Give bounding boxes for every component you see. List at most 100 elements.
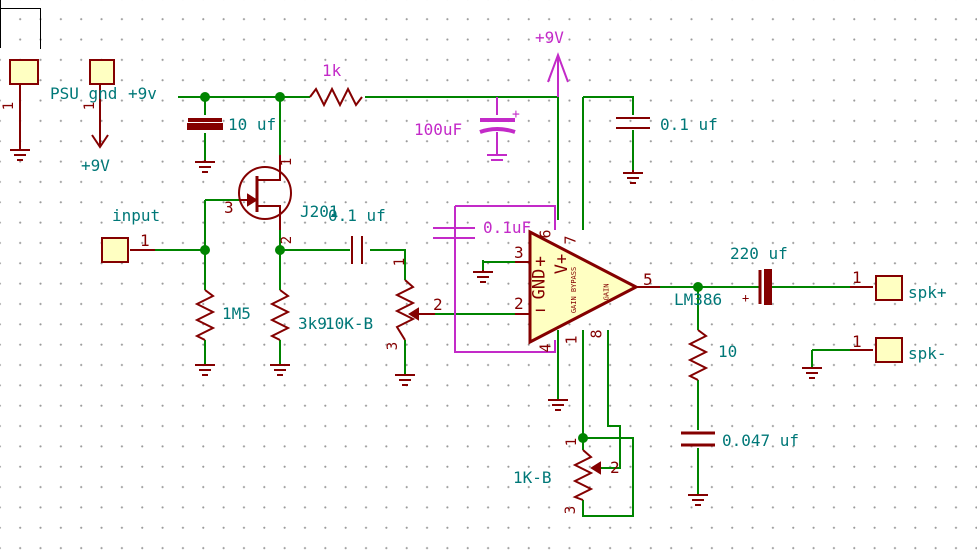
jfet-drain: [257, 155, 281, 181]
r-1k: [309, 86, 363, 108]
magenta-parts: [433, 52, 569, 353]
lm386-body: [528, 229, 640, 345]
pot10k-label: 10K-B: [325, 314, 374, 333]
connector-psu-gnd: [9, 59, 39, 85]
connectors: [9, 59, 903, 363]
jfet-pin-d: 1: [279, 157, 296, 167]
ground-icon: [473, 270, 493, 283]
pot-10k-wiper: [408, 307, 419, 321]
ground-icon: [10, 122, 30, 161]
pot10k-pin1: 1: [392, 257, 409, 267]
connector-input: [101, 237, 129, 263]
c0047-label: 0.047 uf: [722, 431, 800, 450]
c10-plate2: [187, 123, 223, 130]
lm386-pin8-num: 8: [587, 329, 606, 339]
lm386-pin6-num: 6: [536, 229, 555, 239]
r1m5-label: 1M5: [222, 304, 251, 323]
c01-mid-label: 0.1 uf: [328, 206, 386, 225]
psu-gnd-pin: 1: [1, 101, 18, 111]
lm386-pin2-num: 2: [514, 294, 524, 313]
junction: [200, 245, 210, 255]
wire-gain-loop: [582, 437, 634, 517]
connector-psu-9v: [89, 59, 115, 85]
ground-icon: [395, 374, 415, 386]
r10-label: 10: [718, 342, 738, 361]
lm386-gnd: GND: [529, 268, 550, 300]
pot-10k-body: [394, 279, 416, 341]
r1k-label: 1k: [322, 61, 342, 80]
connector-spk-minus: [875, 337, 903, 363]
c100-label: 100uF: [414, 120, 463, 139]
psu-gnd-label: PSU gnd: [50, 84, 118, 103]
wire-cap-to-pot: [370, 249, 406, 280]
jfet-body: [238, 166, 292, 220]
c100-plus: +: [512, 107, 520, 122]
lm386-pin7-num: 7: [561, 235, 580, 245]
psu-9v-label: +9v: [128, 84, 157, 103]
lm386-gain: GAIN: [602, 283, 611, 301]
pot1k-pin1: 1: [564, 437, 581, 447]
ground-icon: [195, 364, 215, 376]
pot10k-pin3: 3: [385, 341, 402, 351]
lm386-pin3-num: 3: [514, 243, 524, 262]
ground-icon: [688, 494, 708, 506]
junction: [275, 92, 285, 102]
junction: [693, 282, 703, 292]
lm386-pin1-num: 1: [562, 335, 581, 345]
connector-spk-plus: [875, 275, 903, 301]
components: [10, 82, 873, 506]
power-9v-top: +9V: [535, 28, 564, 47]
sheet-corner: [0, 8, 41, 49]
c01-top-label: 0.1 uf: [660, 115, 718, 134]
c220-plus: +: [742, 291, 750, 305]
wires: [130, 96, 873, 517]
spk-minus-pin: 1: [852, 332, 862, 351]
spk-plus-label: spk+: [908, 283, 947, 302]
c220-label: 220 uf: [730, 244, 788, 263]
ground-icon: [195, 160, 215, 173]
sheet-border: [0, 0, 1, 48]
pot1k-label: 1K-B: [513, 468, 552, 487]
bypass-wire-bot: [454, 206, 556, 353]
jfet-name: J201: [300, 202, 339, 221]
down-arrow-icon: [91, 134, 109, 149]
bypass-wire-top: [455, 205, 556, 230]
r3k9-label: 3k9: [298, 314, 327, 333]
r-3k9: [269, 289, 291, 341]
ground-icon: [270, 364, 290, 376]
input-pin: 1: [140, 231, 150, 250]
jfet-source: [257, 205, 281, 230]
c100-plate-curved: [479, 127, 516, 134]
jfet-arrow: [247, 193, 258, 207]
lm386-bypass: GAIN BYPASS: [570, 266, 579, 314]
psu-9v-pin: 1: [82, 101, 99, 111]
power-9v-left: +9V: [81, 156, 110, 175]
junction: [275, 245, 285, 255]
ground-symbols: [10, 122, 822, 506]
r-1m5: [194, 289, 216, 341]
c10-label: 10 uf: [228, 115, 277, 134]
input-label: input: [112, 206, 161, 225]
lm386-plus: +: [535, 251, 546, 272]
jfet-pin-g: 3: [224, 198, 234, 217]
wire-pin7: [583, 96, 634, 115]
r-10: [687, 329, 709, 381]
pot-1k-body: [572, 449, 594, 501]
c220-plate2: [764, 269, 772, 305]
pot-1k-wiper: [590, 461, 601, 475]
junction: [578, 433, 588, 443]
lm386-pin5-num: 5: [643, 270, 653, 289]
pot10k-pin2: 2: [433, 295, 443, 314]
pot1k-pin2: 2: [610, 458, 620, 477]
ground-icon: [548, 399, 568, 411]
ground-icon: [802, 367, 822, 379]
ground-icon: [623, 170, 643, 184]
junction: [200, 92, 210, 102]
junctions: [200, 92, 703, 443]
bypass-cap-label: 0.1uF: [483, 218, 532, 237]
spk-minus-label: spk-: [908, 344, 947, 363]
spk-plus-pin: 1: [852, 268, 862, 287]
wire-pin8: [600, 330, 621, 469]
lm386-name: LM386: [674, 290, 723, 309]
